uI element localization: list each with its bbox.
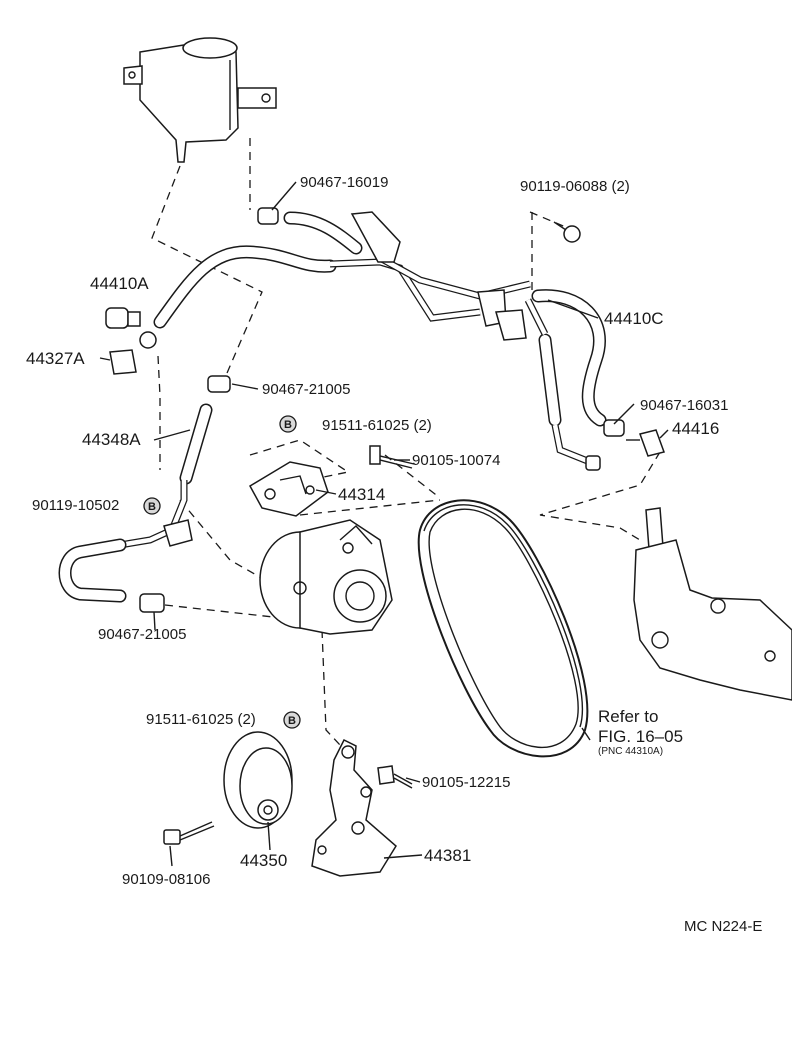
label-90467-16031: 90467-16031 [640,397,728,414]
assembly-lines [151,138,661,805]
suction-hose-44348A [58,403,213,603]
reference-line-2: FIG. 16–05 [598,727,683,746]
label-44348A: 44348A [82,430,141,449]
label-44327A: 44327A [26,349,85,368]
label-90105-10074: 90105-10074 [412,452,500,469]
label-44410C: 44410C [604,309,664,328]
power-steering-pump [259,519,393,635]
label-90119-10502: 90119-10502 [32,497,119,514]
label-90105-12215: 90105-12215 [422,774,510,791]
label-91511-61025-bottom: 91511-61025 (2) [146,711,256,728]
svg-text:B: B [284,419,292,431]
badge-b-bottom: B [283,711,301,729]
label-91511-61025-top: 91511-61025 (2) [322,417,432,434]
reservoir-tank [123,37,277,163]
label-44350: 44350 [240,851,287,870]
svg-text:B: B [148,501,156,513]
badge-b-left: B [143,497,161,515]
steering-gear [633,507,792,701]
label-44314: 44314 [338,485,385,504]
label-90467-16019: 90467-16019 [300,174,388,191]
pressure-hose-44410A [153,211,531,341]
badge-b-top: B [279,415,297,433]
label-90467-21005-top: 90467-21005 [262,381,350,398]
fittings [105,207,665,613]
label-44410A: 44410A [90,274,149,293]
label-44416: 44416 [672,419,719,438]
label-90119-06088: 90119-06088 (2) [520,178,630,195]
drive-belt [417,499,589,758]
bracket-44381 [311,738,413,877]
svg-text:B: B [288,715,296,727]
reference-line-3: (PNC 44310A) [598,746,663,757]
return-hose-44410C [524,289,607,466]
bracket-44314 [248,461,329,517]
idler-pulley-44350 [163,731,293,845]
figure-code: MC N224-E [684,918,762,935]
label-90467-21005-bottom: 90467-21005 [98,626,186,643]
reference-line-1: Refer to [598,707,658,726]
leader-lines [99,181,669,867]
label-44381: 44381 [424,846,471,865]
label-90109-08106: 90109-08106 [122,871,210,888]
